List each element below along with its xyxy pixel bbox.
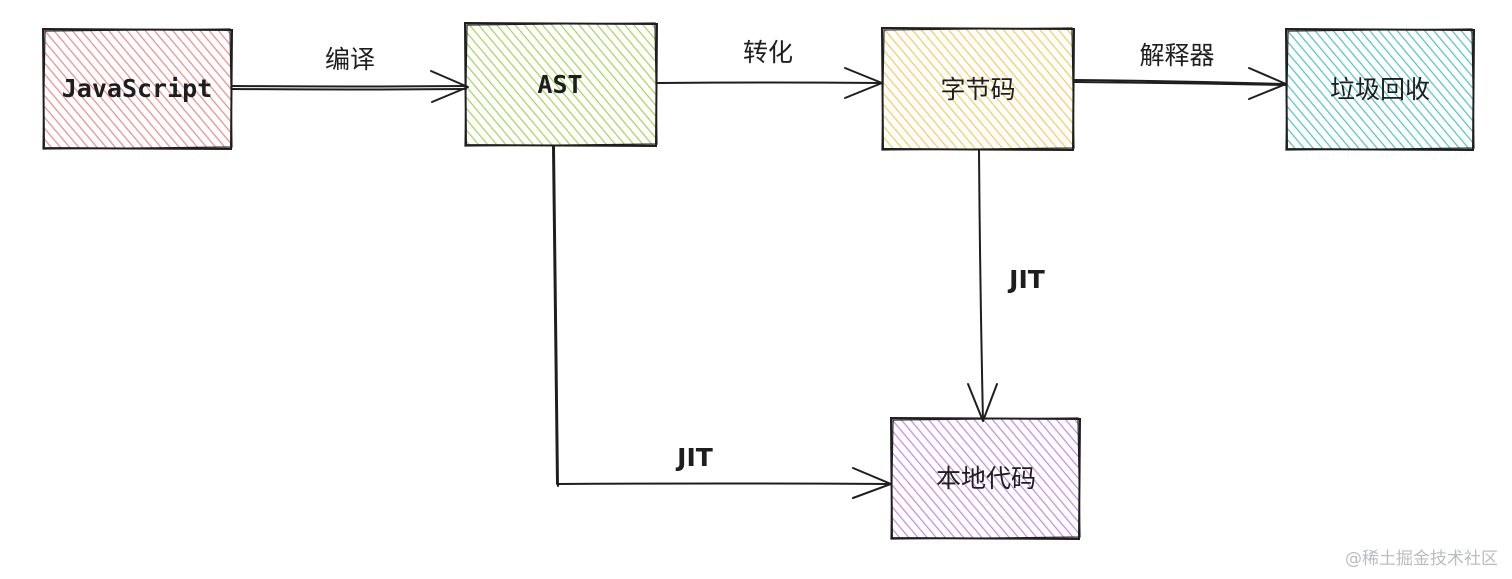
node-ast: AST xyxy=(463,21,659,148)
edge-interpret-line xyxy=(1074,79,1286,85)
edge-jit-bytecode-line xyxy=(978,150,984,422)
node-javascript-label: JavaScript xyxy=(62,74,213,103)
node-bytecode-fill xyxy=(883,29,1073,149)
edge-jit-ast-label: JIT xyxy=(675,443,713,472)
node-native-fill xyxy=(892,419,1079,538)
edge-interpret-arrowhead xyxy=(1248,67,1287,100)
edge-compile: 编译 xyxy=(232,45,469,103)
node-javascript: JavaScript xyxy=(41,27,234,151)
watermark-text: @稀土掘金技术社区 xyxy=(1345,549,1498,569)
edge-compile-arrowhead xyxy=(430,70,469,103)
edge-interpret: 解释器 xyxy=(1074,41,1287,100)
edge-jit-ast-line xyxy=(552,146,891,485)
edge-convert-label: 转化 xyxy=(743,38,793,67)
node-native: 本地代码 xyxy=(889,416,1082,541)
edge-convert-line xyxy=(657,81,883,84)
node-bytecode-label: 字节码 xyxy=(940,75,1015,104)
node-javascript-fill xyxy=(44,30,231,148)
edge-jit-ast: JIT xyxy=(552,146,892,499)
edge-jit-bytecode: JIT xyxy=(967,150,1045,422)
edge-convert-arrowhead xyxy=(844,67,883,99)
node-native-label: 本地代码 xyxy=(936,464,1036,493)
edge-compile-line xyxy=(232,85,467,88)
node-bytecode: 字节码 xyxy=(880,26,1076,152)
node-ast-fill xyxy=(466,24,656,145)
edge-convert: 转化 xyxy=(657,38,883,99)
node-ast-label: AST xyxy=(537,70,582,99)
edge-compile-label: 编译 xyxy=(325,45,375,74)
edge-jit-ast-arrowhead xyxy=(852,467,892,499)
node-gc: 垃圾回收 xyxy=(1284,27,1476,152)
edge-interpret-label: 解释器 xyxy=(1139,41,1214,70)
node-gc-label: 垃圾回收 xyxy=(1330,75,1430,104)
edge-jit-bytecode-label: JIT xyxy=(1007,265,1045,294)
edge-jit-bytecode-arrowhead xyxy=(967,383,998,422)
node-gc-fill xyxy=(1287,30,1473,149)
